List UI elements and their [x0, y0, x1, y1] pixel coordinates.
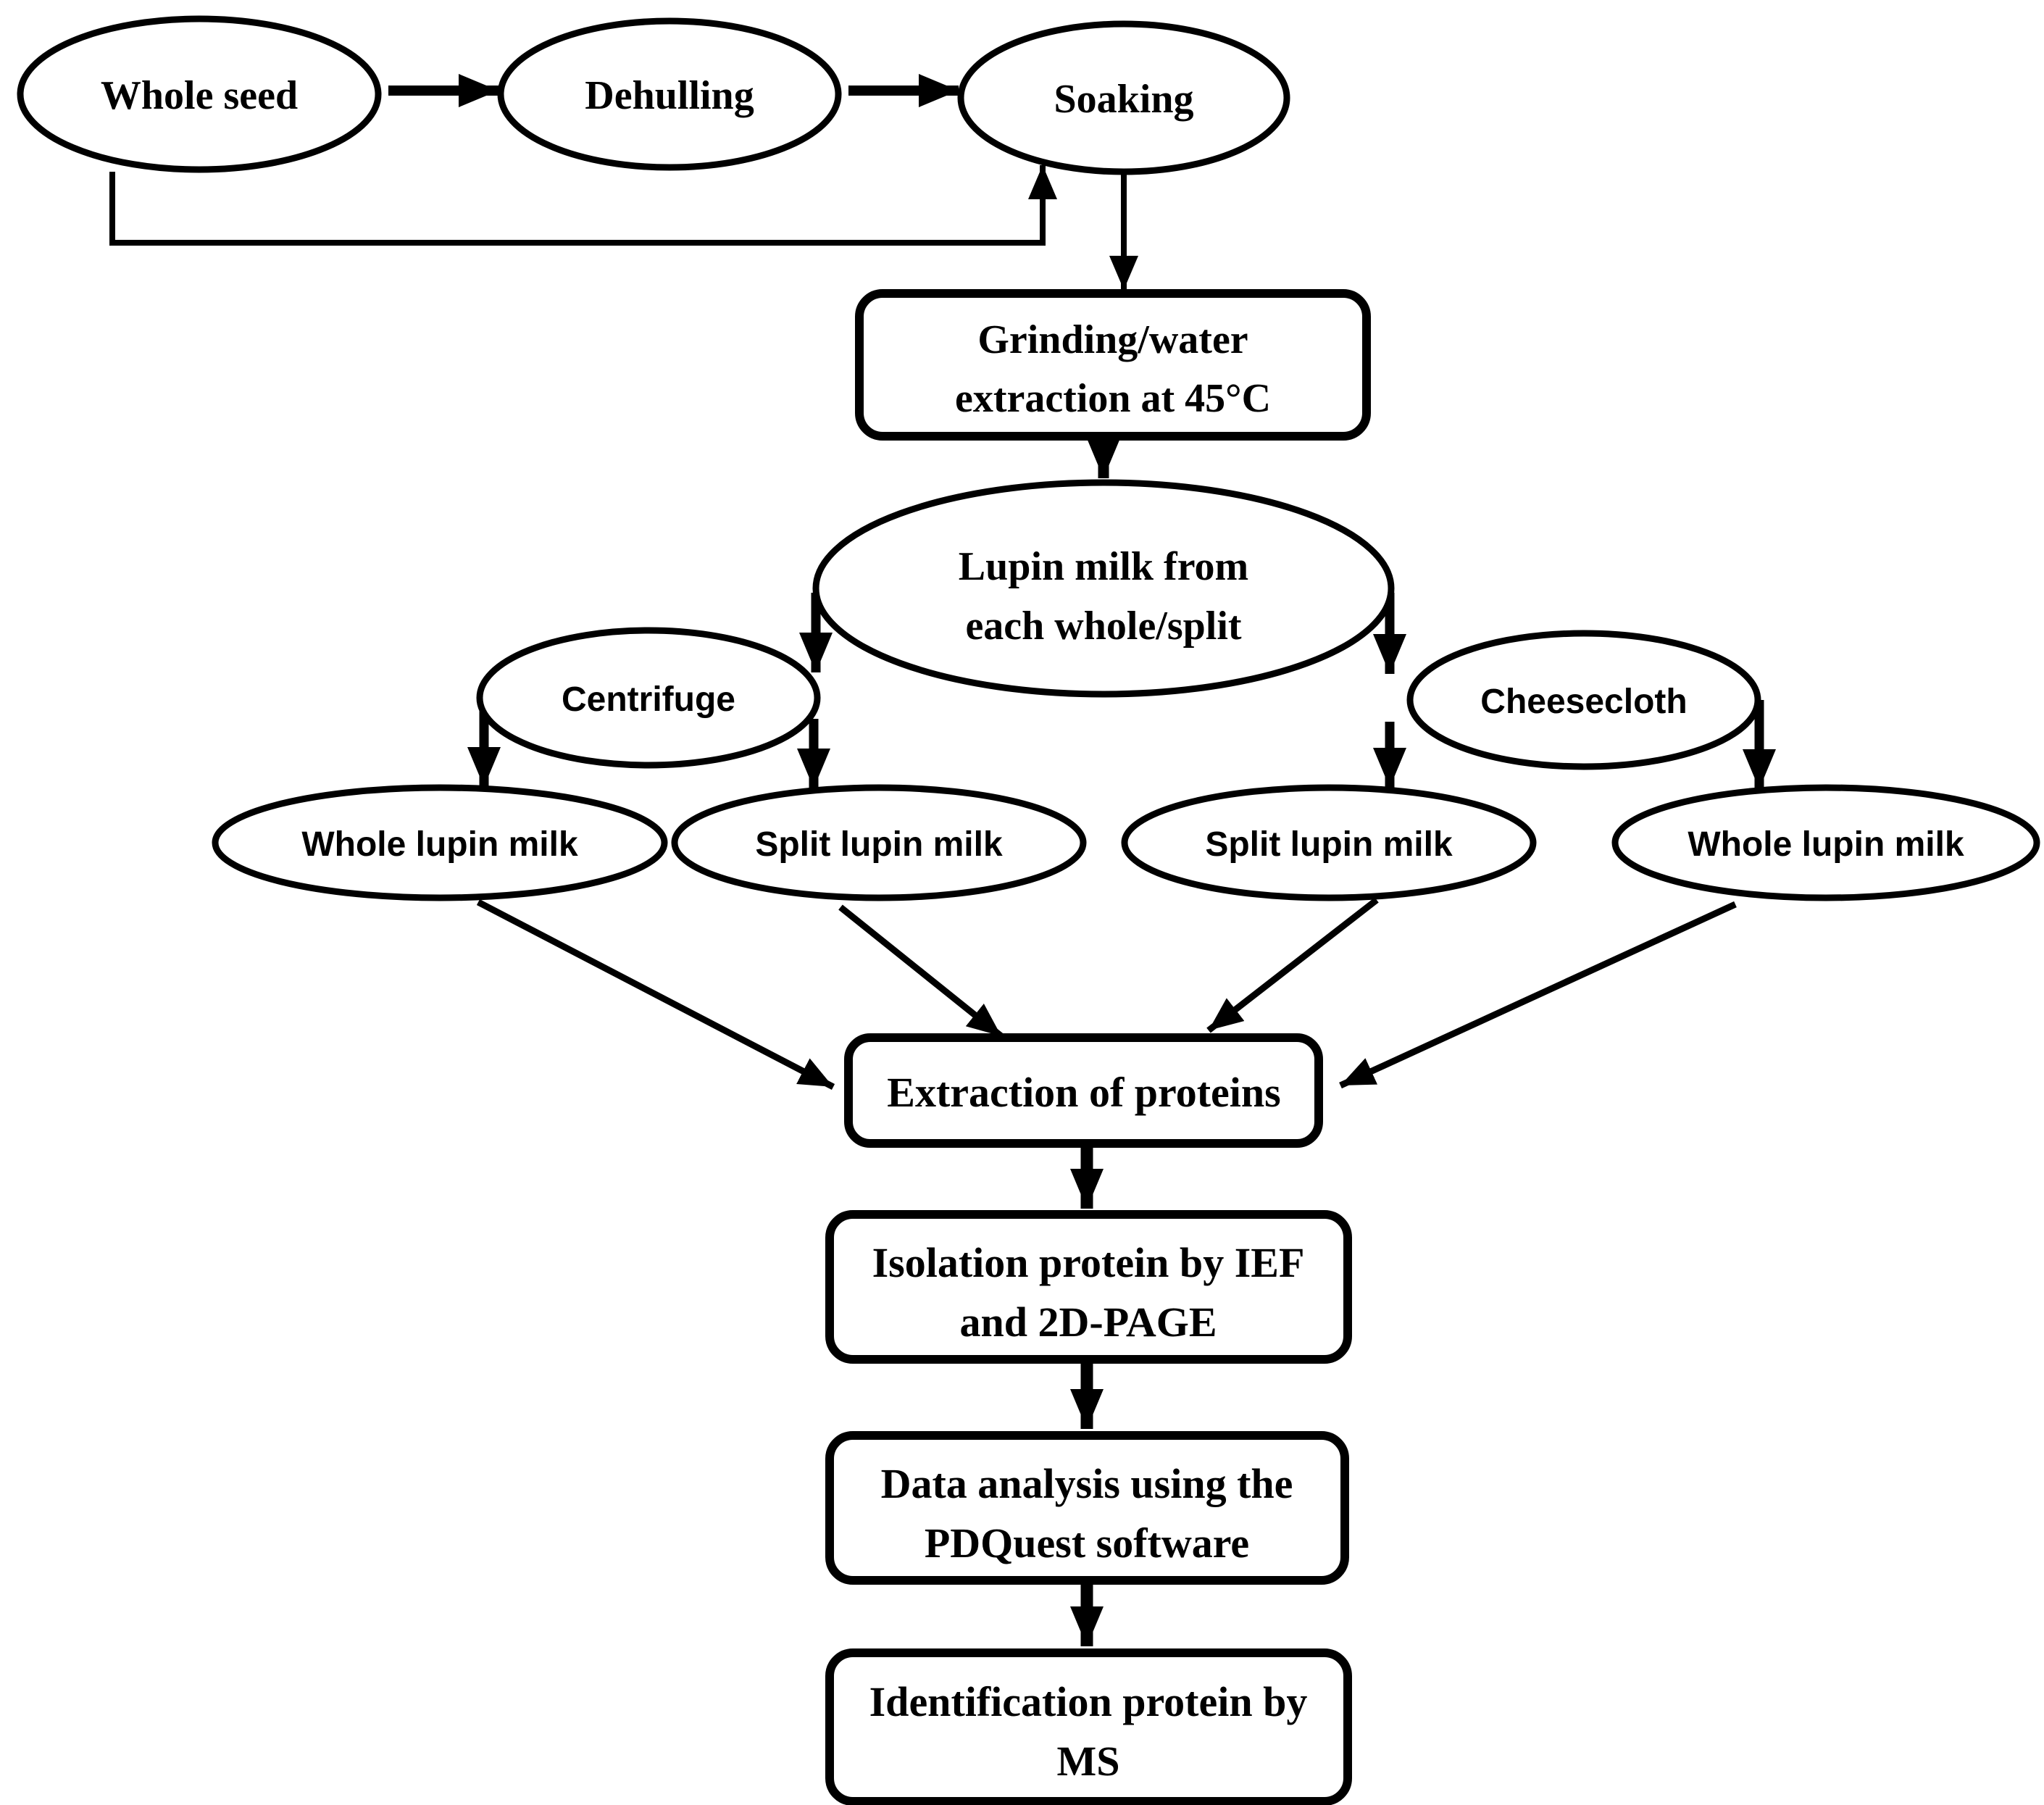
split-lupin-milk-right-label: Split lupin milk [1205, 825, 1453, 864]
identification-label-line2: MS [1057, 1738, 1120, 1785]
grinding-label-line2: extraction at 45°C [955, 376, 1271, 421]
lupin-milk-label-line2: each whole/split [965, 604, 1241, 649]
node-cheesecloth: Cheesecloth [1406, 630, 1761, 770]
node-whole-lupin-milk-right: Whole lupin milk [1611, 784, 2040, 901]
node-whole-seed: Whole seed [17, 15, 382, 173]
whole-seed-label: Whole seed [101, 73, 298, 118]
node-identification: Identification protein by MS [825, 1648, 1352, 1805]
extraction-box [844, 1033, 1323, 1148]
lupin-milk-ellipse [812, 479, 1395, 698]
lupin-milk-label-line1: Lupin milk from [959, 544, 1248, 589]
extraction-label: Extraction of proteins [887, 1069, 1280, 1116]
isolation-label-line2: and 2D-PAGE [959, 1298, 1217, 1346]
isolation-box [825, 1210, 1352, 1364]
identification-box [825, 1648, 1352, 1805]
grinding-label-line1: Grinding/water [977, 317, 1248, 362]
dehulling-ellipse [497, 17, 842, 171]
cheesecloth-ellipse [1406, 630, 1761, 770]
data-analysis-label-line2: PDQuest software [925, 1520, 1249, 1567]
node-data-analysis: Data analysis using the PDQuest software [825, 1431, 1349, 1585]
split-lupin-milk-left-ellipse [671, 784, 1087, 901]
node-whole-lupin-milk-left: Whole lupin milk [212, 784, 668, 901]
whole-seed-ellipse [17, 15, 382, 173]
whole-lupin-milk-left-ellipse [212, 784, 668, 901]
data-analysis-box [825, 1431, 1349, 1585]
soaking-label: Soaking [1054, 77, 1194, 122]
arrow-split-lupin-milk-right-to-extraction [1206, 897, 1379, 1033]
cheesecloth-label: Cheesecloth [1480, 683, 1687, 721]
split-lupin-milk-right-ellipse [1121, 784, 1537, 901]
node-soaking: Soaking [957, 20, 1290, 175]
whole-lupin-milk-left-label: Whole lupin milk [301, 825, 578, 864]
node-lupin-milk: Lupin milk from each whole/split [812, 479, 1395, 698]
arrow-whole-lupin-milk-right-to-extraction [1339, 901, 1737, 1089]
node-isolation: Isolation protein by IEF and 2D-PAGE [825, 1210, 1352, 1364]
identification-label-line1: Identification protein by [869, 1678, 1308, 1725]
arrow-whole-seed-bypass-to-soaking [109, 165, 1057, 246]
connectors [109, 74, 1776, 1646]
centrifuge-label: Centrifuge [562, 680, 735, 719]
whole-lupin-milk-right-ellipse [1611, 784, 2040, 901]
data-analysis-label-line1: Data analysis using the [881, 1460, 1293, 1507]
node-dehulling: Dehulling [497, 17, 842, 171]
arrow-whole-lupin-milk-left-to-extraction [476, 899, 835, 1090]
grinding-box [855, 289, 1371, 441]
isolation-label-line1: Isolation protein by IEF [872, 1239, 1305, 1286]
node-split-lupin-milk-left: Split lupin milk [671, 784, 1087, 901]
node-grinding: Grinding/water extraction at 45°C [855, 289, 1371, 441]
node-split-lupin-milk-right: Split lupin milk [1121, 784, 1537, 901]
dehulling-label: Dehulling [585, 73, 754, 118]
centrifuge-ellipse [476, 627, 821, 769]
whole-lupin-milk-right-label: Whole lupin milk [1688, 825, 1964, 864]
soaking-ellipse [957, 20, 1290, 175]
node-extraction: Extraction of proteins [844, 1033, 1323, 1148]
arrow-split-lupin-milk-left-to-extraction [838, 904, 1004, 1039]
split-lupin-milk-left-label: Split lupin milk [755, 825, 1003, 864]
node-centrifuge: Centrifuge [476, 627, 821, 769]
